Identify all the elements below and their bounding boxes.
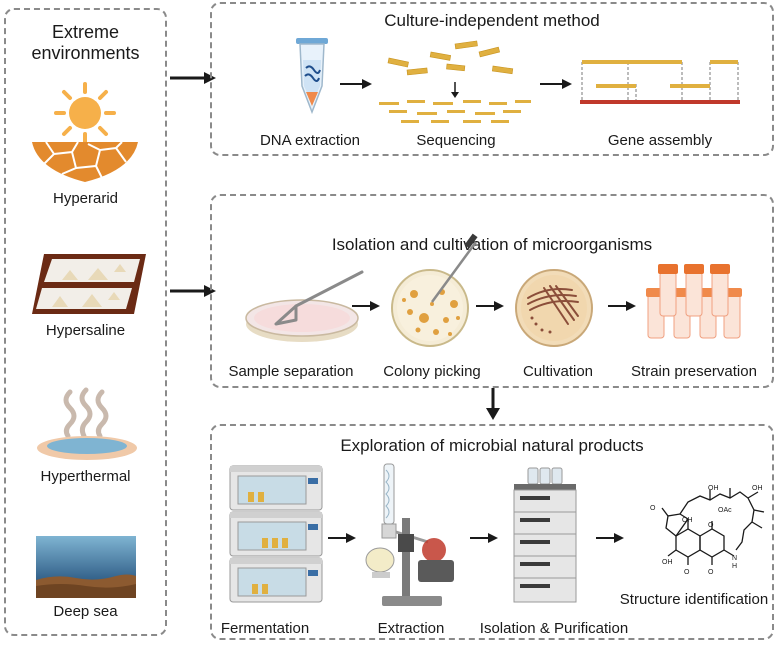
atom-label-o3: O — [684, 569, 690, 576]
chemical-bonds — [661, 488, 765, 565]
steam-icon — [63, 387, 109, 439]
arrow-to-exploration — [486, 388, 500, 420]
petri-dish-icon — [245, 299, 359, 342]
exploration-title: Exploration of microbial natural product… — [340, 436, 644, 455]
salt-pan-icon — [32, 254, 146, 314]
arrow-colony-to-cultivation — [476, 301, 504, 311]
arrow-extraction-to-isolation — [470, 533, 498, 543]
arrow-sample-to-colony — [352, 301, 380, 311]
hplc-stack-icon — [513, 467, 577, 603]
sequence-reads-icon — [387, 40, 514, 76]
step-label-sample-separation: Sample separation — [228, 363, 354, 380]
step-label-colony-picking: Colony picking — [383, 363, 481, 380]
deep-sea-icon — [36, 536, 136, 598]
step-label-fermentation: Fermentation — [220, 620, 310, 637]
culture-independent-title: Culture-independent method — [384, 11, 600, 30]
atom-label-oh1: OH — [682, 517, 693, 524]
env-label-hypersaline: Hypersaline — [45, 322, 126, 339]
title-line-1: Extreme — [51, 22, 120, 42]
streak-lines-icon — [527, 285, 579, 325]
cultivation-icon — [515, 269, 593, 347]
strain-preservation-icon — [646, 264, 742, 339]
env-label-hyperarid: Hyperarid — [52, 190, 119, 207]
extreme-environments-panel — [4, 8, 167, 636]
step-label-dna-extraction: DNA extraction — [259, 132, 361, 149]
hypersaline-icon — [32, 254, 146, 314]
step-label-gene-assembly: Gene assembly — [607, 132, 713, 149]
step-label-cultivation: Cultivation — [522, 363, 594, 380]
atom-label-oh2: OH — [708, 485, 719, 492]
atom-label-h: H — [732, 563, 737, 570]
cryo-tubes-icon — [646, 264, 742, 339]
arrow-fermentation-to-extraction — [328, 533, 356, 543]
inoculating-loop-icon — [430, 233, 478, 303]
step-label-isolation-purification: Isolation & Purification — [479, 620, 629, 637]
culture-independent-panel — [210, 2, 774, 156]
colony-picking-icon — [391, 233, 478, 347]
step-label-structure-identification: Structure identification — [619, 591, 769, 608]
hyperthermal-icon — [37, 387, 137, 460]
hyperarid-icon — [32, 82, 138, 182]
fermentation-incubator-icon — [229, 465, 323, 603]
cracked-earth-icon — [32, 141, 138, 182]
step-label-extraction: Extraction — [377, 620, 445, 637]
extreme-environments-title: Extreme environments — [4, 22, 167, 64]
step-label-sequencing: Sequencing — [416, 132, 496, 149]
isolation-cultivation-title: Isolation and cultivation of microorgani… — [331, 235, 653, 254]
atom-label-oac: OAc — [718, 507, 732, 514]
title-line-2: environments — [31, 43, 140, 63]
arrow-isolation-to-structure — [596, 533, 624, 543]
atom-label-oh4: OH — [662, 559, 673, 566]
spreader-icon — [274, 270, 364, 326]
hot-pool-icon — [37, 436, 137, 460]
sample-separation-icon — [245, 270, 364, 342]
molecule-structure-icon: O OH OH OH OAc O O O OH N H — [650, 485, 765, 576]
arrow-sequencing-to-assembly — [540, 79, 572, 89]
agar-plate-icon — [391, 269, 469, 347]
gene-assembly-icon — [580, 60, 740, 104]
exploration-panel — [210, 424, 774, 640]
arrow-cultivation-to-preservation — [608, 301, 636, 311]
dna-tube-icon — [296, 38, 328, 115]
sequencing-fragments-icon — [379, 40, 531, 123]
atom-label-oh3: OH — [752, 485, 763, 492]
shaker-incubator-icon — [229, 465, 323, 603]
atom-label-n: N — [732, 555, 737, 562]
rotary-evaporator-icon — [365, 463, 454, 606]
atom-label-o1: O — [650, 505, 656, 512]
env-label-deep-sea: Deep sea — [53, 603, 118, 620]
atom-label-o2: O — [708, 522, 714, 529]
hplc-icon — [513, 467, 577, 603]
atom-label-o4: O — [708, 569, 714, 576]
step-label-strain-preservation: Strain preservation — [631, 363, 757, 380]
arrow-dna-to-sequencing — [340, 79, 372, 89]
env-label-hyperthermal: Hyperthermal — [40, 468, 131, 485]
sun-icon — [54, 82, 116, 144]
evaporator-icon — [365, 463, 454, 606]
isolation-cultivation-panel — [210, 194, 774, 388]
